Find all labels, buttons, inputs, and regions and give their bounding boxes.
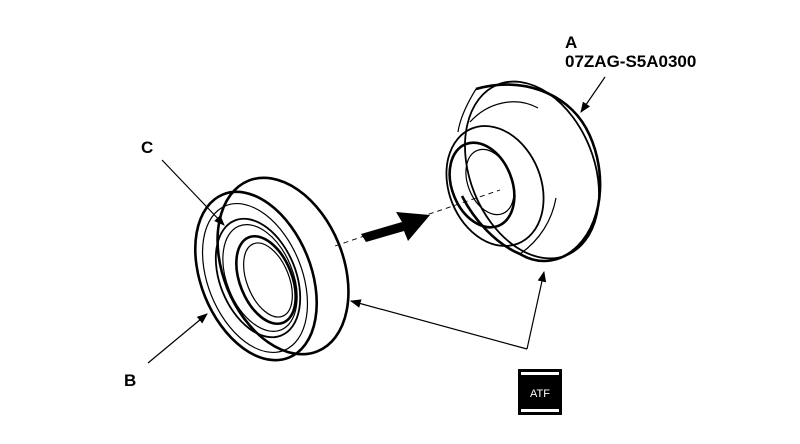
leader-tool-a xyxy=(580,76,606,113)
atf-fluid-symbol: ATF xyxy=(518,369,562,415)
leader-atf-to-seal xyxy=(349,299,528,350)
label-a: A xyxy=(565,33,577,52)
label-c: C xyxy=(141,138,153,157)
installation-direction-arrow xyxy=(361,212,430,242)
leader-seal-b xyxy=(147,313,208,364)
label-b: B xyxy=(124,371,136,390)
center-axis-line xyxy=(334,189,501,247)
installer-tool xyxy=(445,80,602,263)
oil-seal xyxy=(193,176,350,362)
leader-atf-to-tool xyxy=(526,270,547,350)
atf-symbol-text: ATF xyxy=(530,388,550,400)
label-part-number: 07ZAG-S5A0300 xyxy=(565,52,696,71)
leader-lip-c xyxy=(161,159,225,226)
